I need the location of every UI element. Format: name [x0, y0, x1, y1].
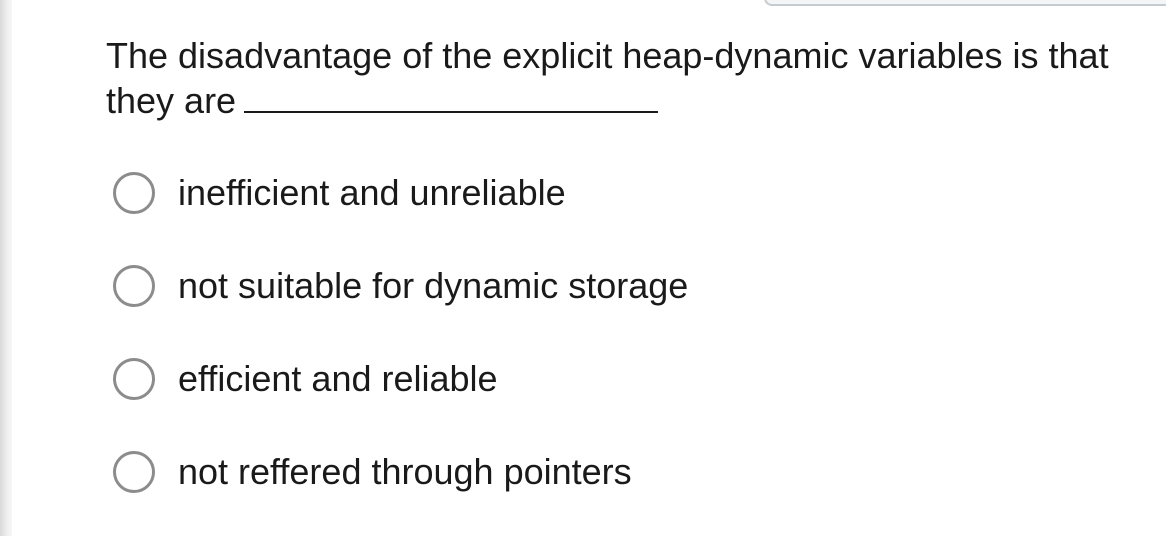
option-2[interactable]: not suitable for dynamic storage	[113, 262, 688, 310]
option-3[interactable]: efficient and reliable	[113, 355, 498, 403]
question-text: The disadvantage of the explicit heap-dy…	[106, 35, 1109, 121]
option-label: not reffered through pointers	[178, 451, 632, 492]
option-1[interactable]: inefficient and unreliable	[113, 169, 566, 217]
radio-circle-icon[interactable]	[113, 172, 155, 214]
answer-options: inefficient and unreliable not suitable …	[113, 0, 913, 536]
radio-circle-icon[interactable]	[113, 265, 155, 307]
radio-circle-icon[interactable]	[113, 358, 155, 400]
answer-blank	[244, 81, 659, 113]
left-edge-shadow	[0, 0, 12, 536]
question-prompt: The disadvantage of the explicit heap-dy…	[106, 33, 1146, 123]
radio-circle-icon[interactable]	[113, 451, 155, 493]
option-label: efficient and reliable	[178, 358, 498, 399]
option-label: not suitable for dynamic storage	[178, 265, 689, 306]
option-label: inefficient and unreliable	[178, 172, 566, 213]
option-4[interactable]: not reffered through pointers	[113, 448, 632, 496]
top-panel-edge	[764, 0, 1166, 6]
